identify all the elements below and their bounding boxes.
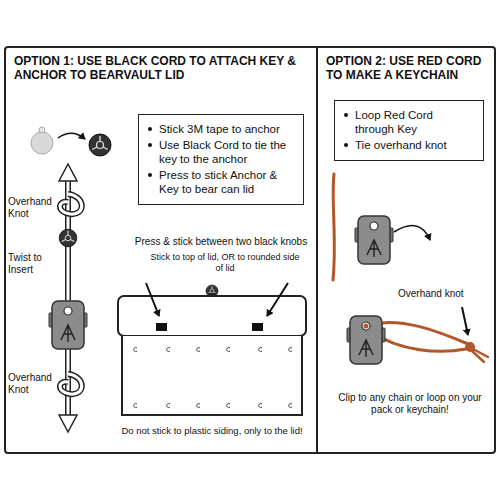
instruction-box: Stick 3M tape to anchorUse Black Cord to… — [138, 114, 304, 205]
knot-label: Overhand knot — [398, 288, 482, 300]
instruction-box: Loop Red Cord through KeyTie overhand kn… — [334, 100, 484, 161]
bullet-item: Use Black Cord to tie the key to the anc… — [147, 138, 295, 166]
panel-heading: OPTION 1: USE BLACK CORD TO ATTACH KEY &… — [14, 54, 312, 82]
bullet-item: Stick 3M tape to anchor — [147, 122, 295, 136]
warning-note: Do not stick to plastic siding, only to … — [112, 425, 312, 436]
option-panel: OPTION 1: USE BLACK CORD TO ATTACH KEY &… — [4, 46, 318, 454]
bullet-item: Tie overhand knot — [343, 138, 475, 152]
bullet-item: Loop Red Cord through Key — [343, 108, 475, 136]
bullet-item: Press to stick Anchor & Key to bear can … — [147, 168, 295, 196]
usage-note: Clip to any chain or loop on your pack o… — [328, 392, 492, 416]
step-label: Twist to Insert — [8, 252, 58, 276]
knot-label: Overhand Knot — [8, 196, 60, 220]
placement-note: Stick to top of lid, OR to rounded side … — [150, 252, 300, 274]
knot-label: Overhand Knot — [8, 372, 60, 396]
panel-heading: OPTION 2: USE RED CORD TO MAKE A KEYCHAI… — [326, 54, 488, 82]
placement-note: Press & stick between two black knobs — [126, 236, 316, 248]
